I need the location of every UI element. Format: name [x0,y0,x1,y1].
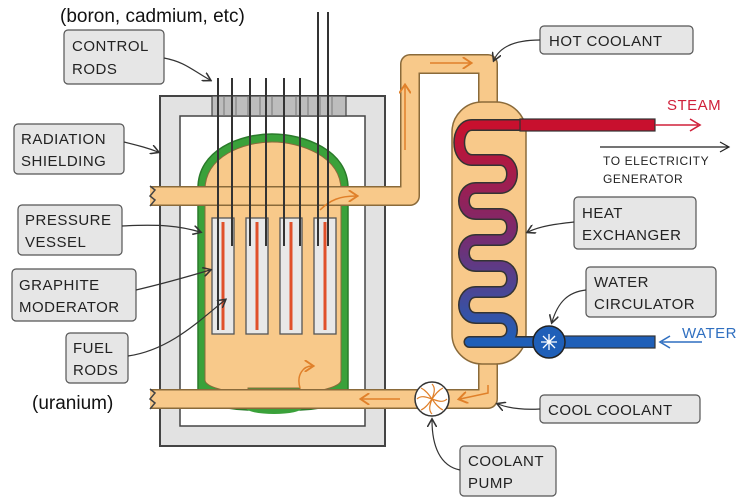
svg-text:FUEL: FUEL [73,340,113,357]
fuel-material-note: (uranium) [32,393,113,414]
coolant-pump-label: COOLANT PUMP [432,420,557,497]
water-circulator-label: WATER CIRCULATOR [552,266,717,322]
steam-arrow [655,118,702,132]
pressure-vessel-label: PRESSURE VESSEL [17,204,200,256]
fuel-rods [221,222,327,330]
svg-text:WATER: WATER [594,274,649,291]
svg-text:PUMP: PUMP [468,475,513,492]
water-label: WATER [682,325,737,342]
svg-text:RADIATION: RADIATION [21,131,106,148]
control-rods-label: CONTROL RODS [63,29,210,85]
hot-coolant-label: HOT COOLANT [494,25,694,60]
generator-label-line2: GENERATOR [603,172,683,186]
svg-text:HOT COOLANT: HOT COOLANT [549,33,663,50]
heat-exchanger-label: HEAT EXCHANGER [528,196,697,250]
svg-text:RODS: RODS [73,362,118,379]
svg-text:GRAPHITE: GRAPHITE [19,277,100,294]
water-arrow [658,335,702,349]
svg-text:CIRCULATOR: CIRCULATOR [594,296,695,313]
fuel-rods-label: FUEL RODS [65,300,225,384]
coolant-pipework [148,54,498,410]
svg-text:RODS: RODS [72,61,117,78]
steam-label: STEAM [667,97,721,114]
svg-text:PRESSURE: PRESSURE [25,212,112,229]
control-rods [217,12,329,330]
generator-arrow [600,141,731,153]
cool-coolant-label: COOL COOLANT [498,394,701,424]
radiation-shielding-label: RADIATION SHIELDING [13,123,158,175]
generator-label-line1: TO ELECTRICITY [603,154,709,168]
svg-text:EXCHANGER: EXCHANGER [582,227,682,244]
svg-text:CONTROL: CONTROL [72,38,149,55]
rods-material-note: (boron, cadmium, etc) [60,6,245,27]
svg-text:COOL COOLANT: COOL COOLANT [548,402,673,419]
svg-text:COOLANT: COOLANT [468,453,544,470]
svg-text:MODERATOR: MODERATOR [19,299,120,316]
graphite-moderator-label: GRAPHITE MODERATOR [11,269,210,322]
svg-text:HEAT: HEAT [582,205,623,222]
control-rod-guides [211,95,347,117]
coolant-pump [414,381,450,417]
water-circulator [532,325,566,359]
svg-text:VESSEL: VESSEL [25,234,86,251]
svg-text:SHIELDING: SHIELDING [21,153,106,170]
